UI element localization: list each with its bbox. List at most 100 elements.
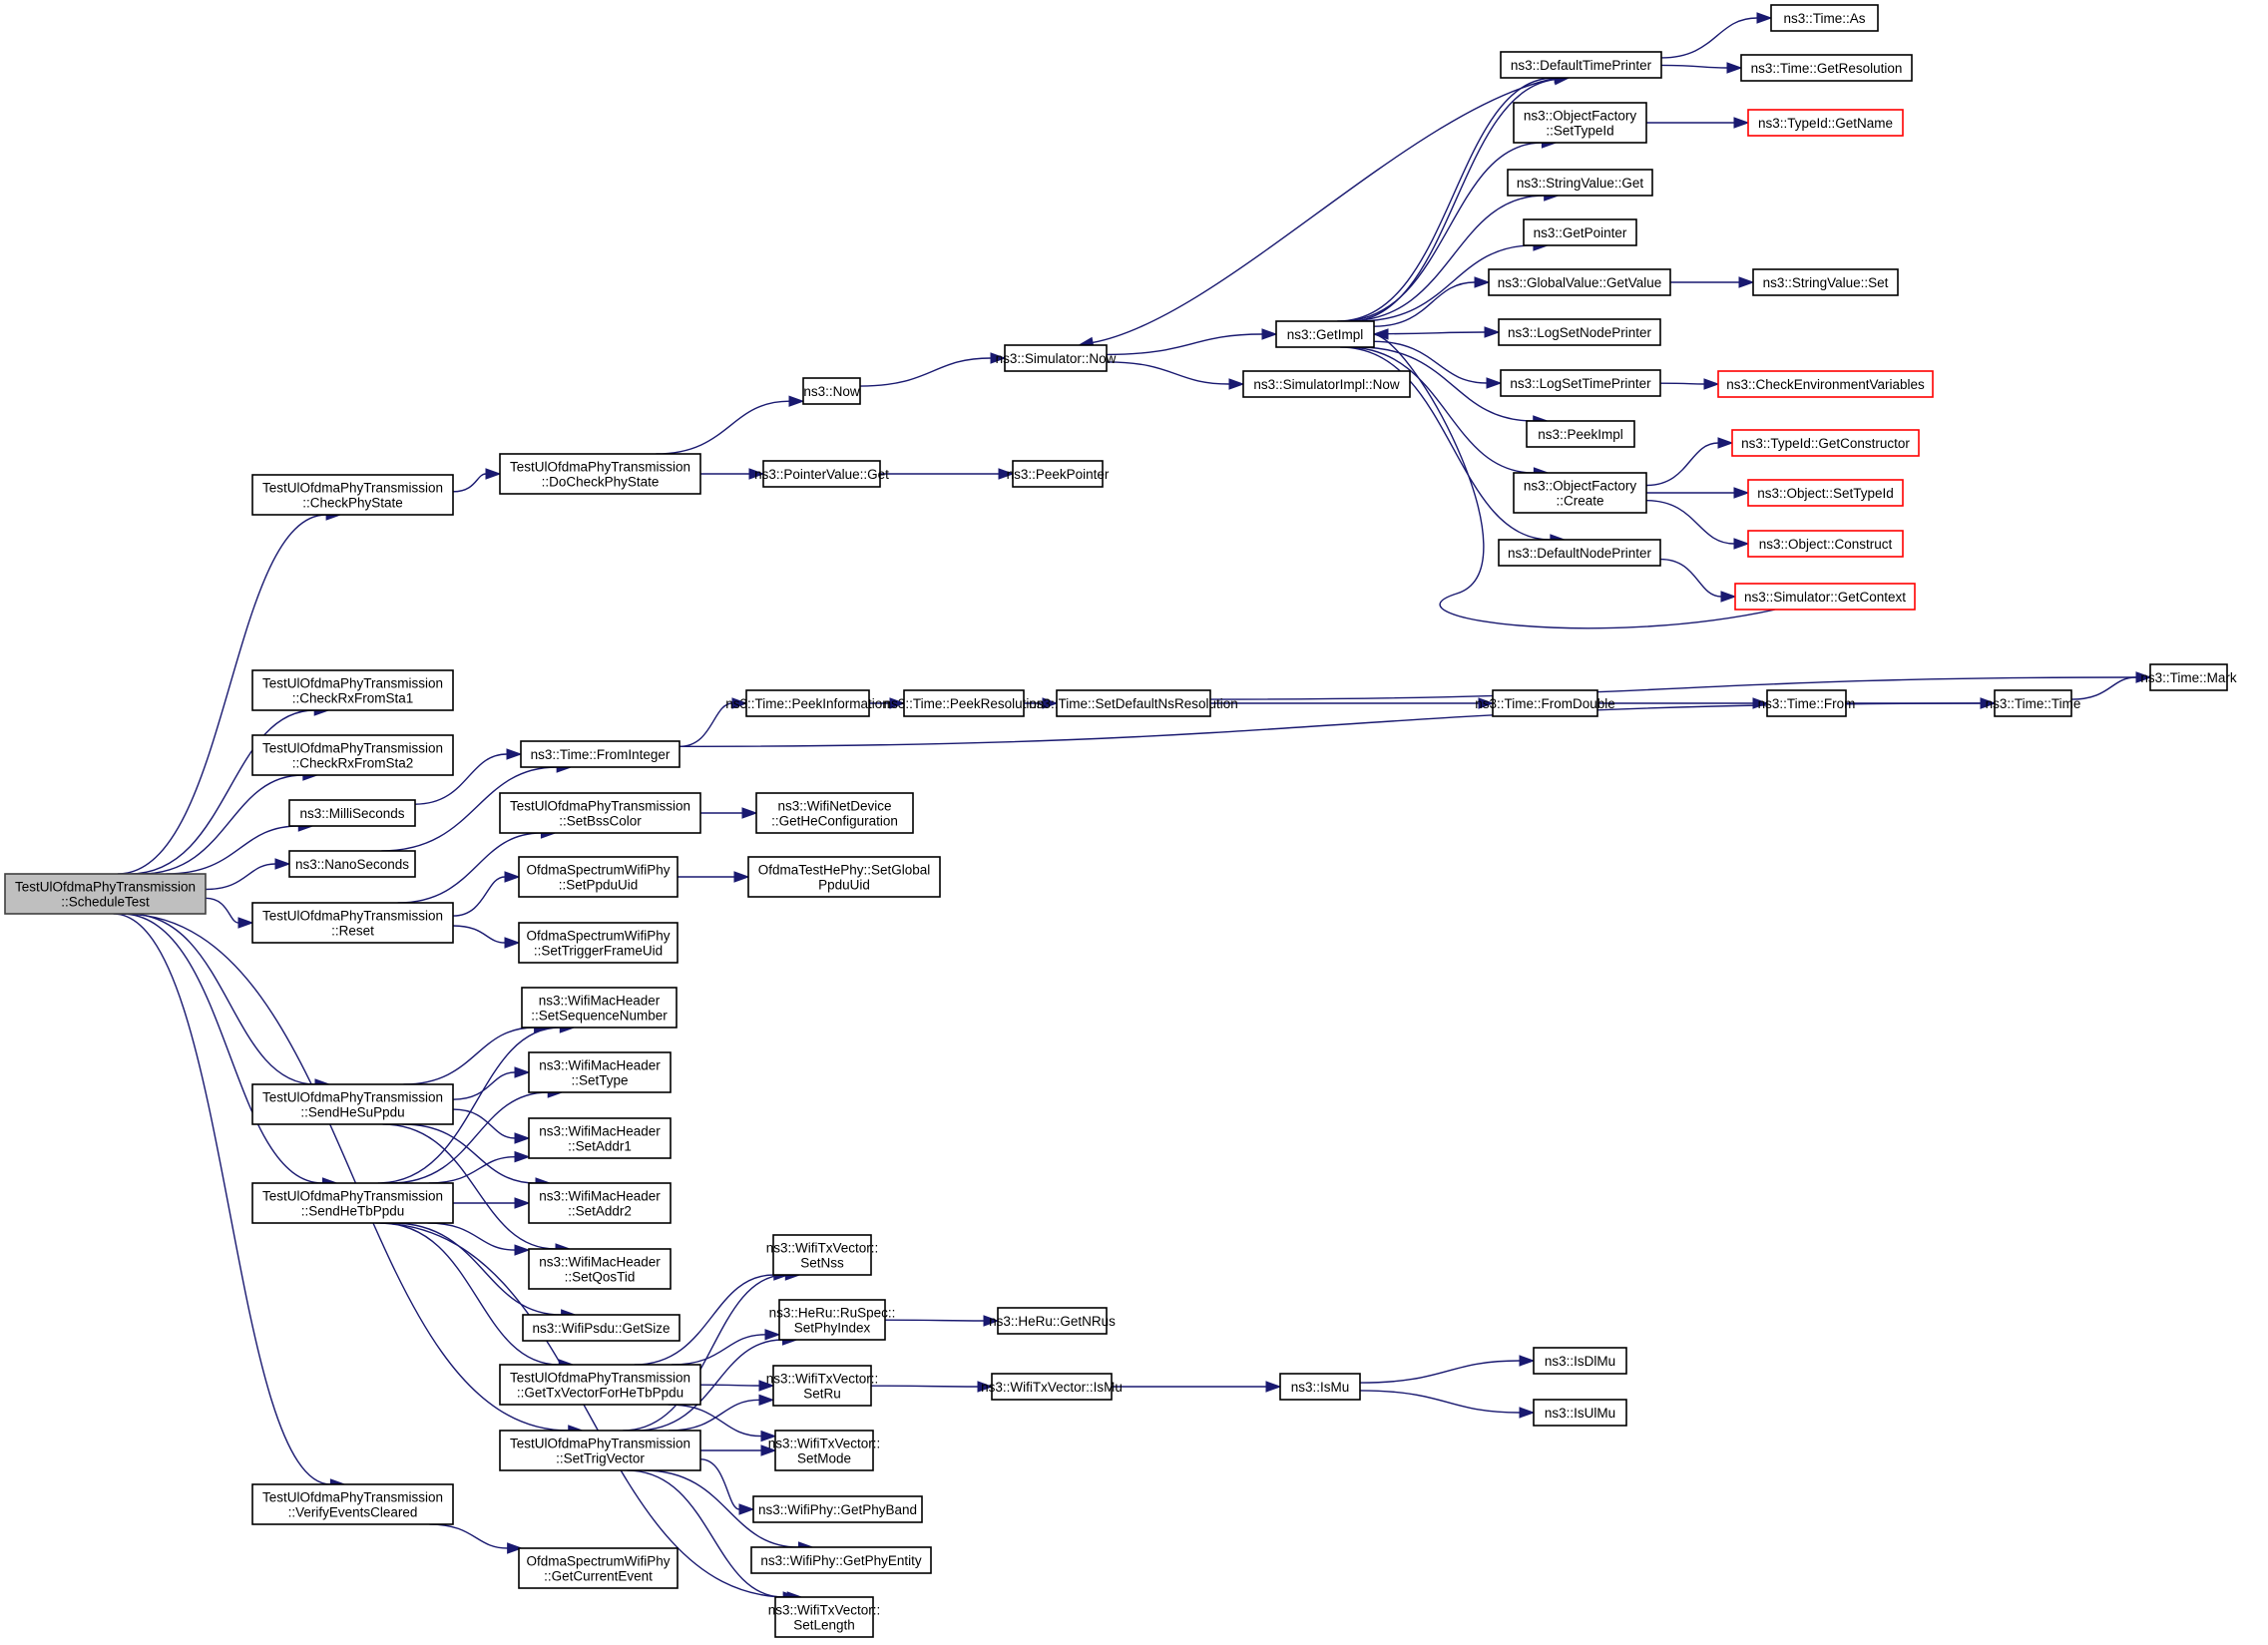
edge-now-to-simulatorNow: [859, 352, 1007, 387]
node-checkRxSta1[interactable]: TestUlOfdmaPhyTransmission::CheckRxFromS…: [251, 669, 454, 711]
arrowhead-icon: [504, 871, 521, 883]
node-getPointer[interactable]: ns3::GetPointer: [1523, 218, 1637, 246]
node-setQosTid[interactable]: ns3::WifiMacHeader::SetQosTid: [528, 1248, 672, 1290]
node-simImplNow[interactable]: ns3::SimulatorImpl::Now: [1242, 370, 1411, 398]
node-setRu[interactable]: ns3::WifiTxVector::SetRu: [766, 1365, 879, 1407]
node-timeAs[interactable]: ns3::Time::As: [1770, 4, 1879, 32]
node-checkRxSta2[interactable]: TestUlOfdmaPhyTransmission::CheckRxFromS…: [251, 734, 454, 776]
node-label: ::GetHeConfiguration: [771, 814, 898, 829]
node-setAddr2[interactable]: ns3::WifiMacHeader::SetAddr2: [528, 1182, 672, 1224]
node-sendHeTbPpdu[interactable]: TestUlOfdmaPhyTransmission::SendHeTbPpdu: [251, 1182, 454, 1224]
node-label: ns3::ObjectFactory: [1524, 479, 1637, 494]
node-reset[interactable]: TestUlOfdmaPhyTransmission::Reset: [251, 902, 454, 944]
node-fromInteger[interactable]: ns3::Time::FromInteger: [520, 740, 680, 768]
node-ofCreate[interactable]: ns3::ObjectFactory::Create: [1513, 472, 1647, 514]
node-txIsMu[interactable]: ns3::WifiTxVector::IsMu: [981, 1373, 1123, 1401]
node-setDefaultNsRes[interactable]: ns3::Time::SetDefaultNsResolution: [1029, 689, 1238, 717]
node-scheduleTest[interactable]: TestUlOfdmaPhyTransmission::ScheduleTest: [4, 873, 207, 915]
node-peekResolution[interactable]: ns3::Time::PeekResolution: [884, 689, 1045, 717]
node-stringValueGet[interactable]: ns3::StringValue::Get: [1507, 169, 1653, 197]
arrowhead-icon: [1726, 62, 1743, 74]
node-setAddr1[interactable]: ns3::WifiMacHeader::SetAddr1: [528, 1117, 672, 1159]
node-timeGetRes[interactable]: ns3::Time::GetResolution: [1740, 54, 1913, 82]
node-milliSeconds[interactable]: ns3::MilliSeconds: [288, 799, 416, 827]
node-box: [903, 689, 1025, 717]
node-setPhyIndex[interactable]: ns3::HeRu::RuSpec::SetPhyIndex: [769, 1299, 896, 1341]
node-isMu[interactable]: ns3::IsMu: [1279, 1373, 1361, 1401]
node-setSeqNum[interactable]: ns3::WifiMacHeader::SetSequenceNumber: [521, 987, 678, 1028]
node-label: ::SetSequenceNumber: [531, 1009, 668, 1024]
node-defaultTimePrinter[interactable]: ns3::DefaultTimePrinter: [1500, 51, 1662, 79]
node-pointerValueGet[interactable]: ns3::PointerValue::Get: [754, 460, 889, 488]
node-label: OfdmaSpectrumWifiPhy: [526, 929, 670, 944]
edge-line: [113, 913, 331, 1485]
node-objConstruct[interactable]: ns3::Object::Construct: [1747, 530, 1904, 558]
edge-getImpl-to-logSetTimePrinter: [1373, 340, 1503, 389]
node-peekPointer[interactable]: ns3::PeekPointer: [1007, 460, 1110, 488]
node-box: [251, 902, 454, 944]
node-logSetTimePrinter[interactable]: ns3::LogSetTimePrinter: [1500, 369, 1661, 397]
node-isDlMu[interactable]: ns3::IsDlMu: [1533, 1347, 1627, 1375]
node-label: ::SetBssColor: [559, 814, 642, 829]
node-label: ns3::Time::FromDouble: [1475, 696, 1615, 711]
node-fromDouble[interactable]: ns3::Time::FromDouble: [1475, 689, 1615, 717]
edge-line: [623, 1274, 786, 1432]
node-setPpduUid[interactable]: OfdmaSpectrumWifiPhy::SetPpduUid: [518, 856, 679, 898]
node-doCheckPhyState[interactable]: TestUlOfdmaPhyTransmission::DoCheckPhySt…: [499, 453, 701, 495]
arrowhead-icon: [2135, 671, 2152, 683]
node-getNRus[interactable]: ns3::HeRu::GetNRus: [989, 1307, 1116, 1335]
arrowhead-icon: [738, 1503, 755, 1515]
node-logSetNodePrinter[interactable]: ns3::LogSetNodePrinter: [1498, 318, 1661, 346]
arrowhead-icon: [1265, 1381, 1282, 1393]
node-setTrigVector[interactable]: TestUlOfdmaPhyTransmission::SetTrigVecto…: [499, 1430, 701, 1471]
edge-line: [672, 1334, 766, 1366]
node-getPhyBand[interactable]: ns3::WifiPhy::GetPhyBand: [752, 1495, 923, 1523]
node-verifyEvents[interactable]: TestUlOfdmaPhyTransmission::VerifyEvents…: [251, 1483, 454, 1525]
node-sendHeSuPpdu[interactable]: TestUlOfdmaPhyTransmission::SendHeSuPpdu: [251, 1083, 454, 1125]
node-typeIdGetName[interactable]: ns3::TypeId::GetName: [1747, 109, 1904, 137]
node-timeMark[interactable]: ns3::Time::Mark: [2140, 663, 2237, 691]
node-label: ::SetTypeId: [1546, 124, 1613, 139]
node-getContext[interactable]: ns3::Simulator::GetContext: [1734, 583, 1916, 611]
node-setBssColor[interactable]: TestUlOfdmaPhyTransmission::SetBssColor: [499, 792, 701, 834]
node-box: [1513, 472, 1647, 514]
node-getHeConfig[interactable]: ns3::WifiNetDevice::GetHeConfiguration: [755, 792, 914, 834]
arrowhead-icon: [1733, 117, 1750, 129]
node-label: ns3::SimulatorImpl::Now: [1253, 377, 1400, 392]
node-getPhyEntity[interactable]: ns3::WifiPhy::GetPhyEntity: [750, 1546, 932, 1574]
node-checkEnvVars[interactable]: ns3::CheckEnvironmentVariables: [1717, 370, 1934, 398]
node-getImpl[interactable]: ns3::GetImpl: [1275, 320, 1375, 348]
node-getTxVector[interactable]: TestUlOfdmaPhyTransmission::GetTxVectorF…: [499, 1364, 701, 1406]
node-isUlMu[interactable]: ns3::IsUlMu: [1533, 1399, 1627, 1427]
node-defaultNodePrinter[interactable]: ns3::DefaultNodePrinter: [1498, 539, 1661, 567]
node-box: [518, 922, 679, 964]
node-getCurrentEvent[interactable]: OfdmaSpectrumWifiPhy::GetCurrentEvent: [518, 1547, 679, 1589]
node-timeFrom[interactable]: ns3::Time::From: [1758, 689, 1856, 717]
node-timeTime[interactable]: ns3::Time::Time: [1986, 689, 2081, 717]
node-checkPhyState[interactable]: TestUlOfdmaPhyTransmission::CheckPhyStat…: [251, 474, 454, 516]
node-label: ns3::Object::Construct: [1759, 537, 1893, 552]
edge-line: [1340, 142, 1543, 322]
arrowhead-icon: [1756, 12, 1773, 24]
node-globalGetValue[interactable]: ns3::GlobalValue::GetValue: [1488, 268, 1671, 296]
node-setTriggerFrameUid[interactable]: OfdmaSpectrumWifiPhy::SetTriggerFrameUid: [518, 922, 679, 964]
arrowhead-icon: [274, 858, 291, 870]
arrowhead-icon: [1720, 591, 1737, 603]
node-setNss[interactable]: ns3::WifiTxVector::SetNss: [766, 1234, 879, 1276]
node-simulatorNow[interactable]: ns3::Simulator::Now: [996, 344, 1117, 372]
node-label: ns3::IsMu: [1291, 1380, 1350, 1395]
node-nanoSeconds[interactable]: ns3::NanoSeconds: [288, 850, 416, 878]
node-getConstructor[interactable]: ns3::TypeId::GetConstructor: [1731, 429, 1920, 457]
edge-line: [634, 1274, 774, 1366]
node-setType[interactable]: ns3::WifiMacHeader::SetType: [528, 1051, 672, 1093]
node-setMode[interactable]: ns3::WifiTxVector::SetMode: [768, 1430, 881, 1471]
node-peekImpl[interactable]: ns3::PeekImpl: [1526, 420, 1635, 448]
node-objSetTypeId[interactable]: ns3::Object::SetTypeId: [1747, 479, 1904, 507]
node-now[interactable]: ns3::Now: [802, 377, 861, 405]
node-setLength[interactable]: ns3::WifiTxVector::SetLength: [768, 1596, 881, 1638]
node-ofSetTypeId[interactable]: ns3::ObjectFactory::SetTypeId: [1513, 102, 1647, 144]
node-peekInformation[interactable]: ns3::Time::PeekInformation: [725, 689, 890, 717]
node-getSize[interactable]: ns3::WifiPsdu::GetSize: [522, 1314, 680, 1342]
node-stringValueSet[interactable]: ns3::StringValue::Set: [1752, 268, 1899, 296]
